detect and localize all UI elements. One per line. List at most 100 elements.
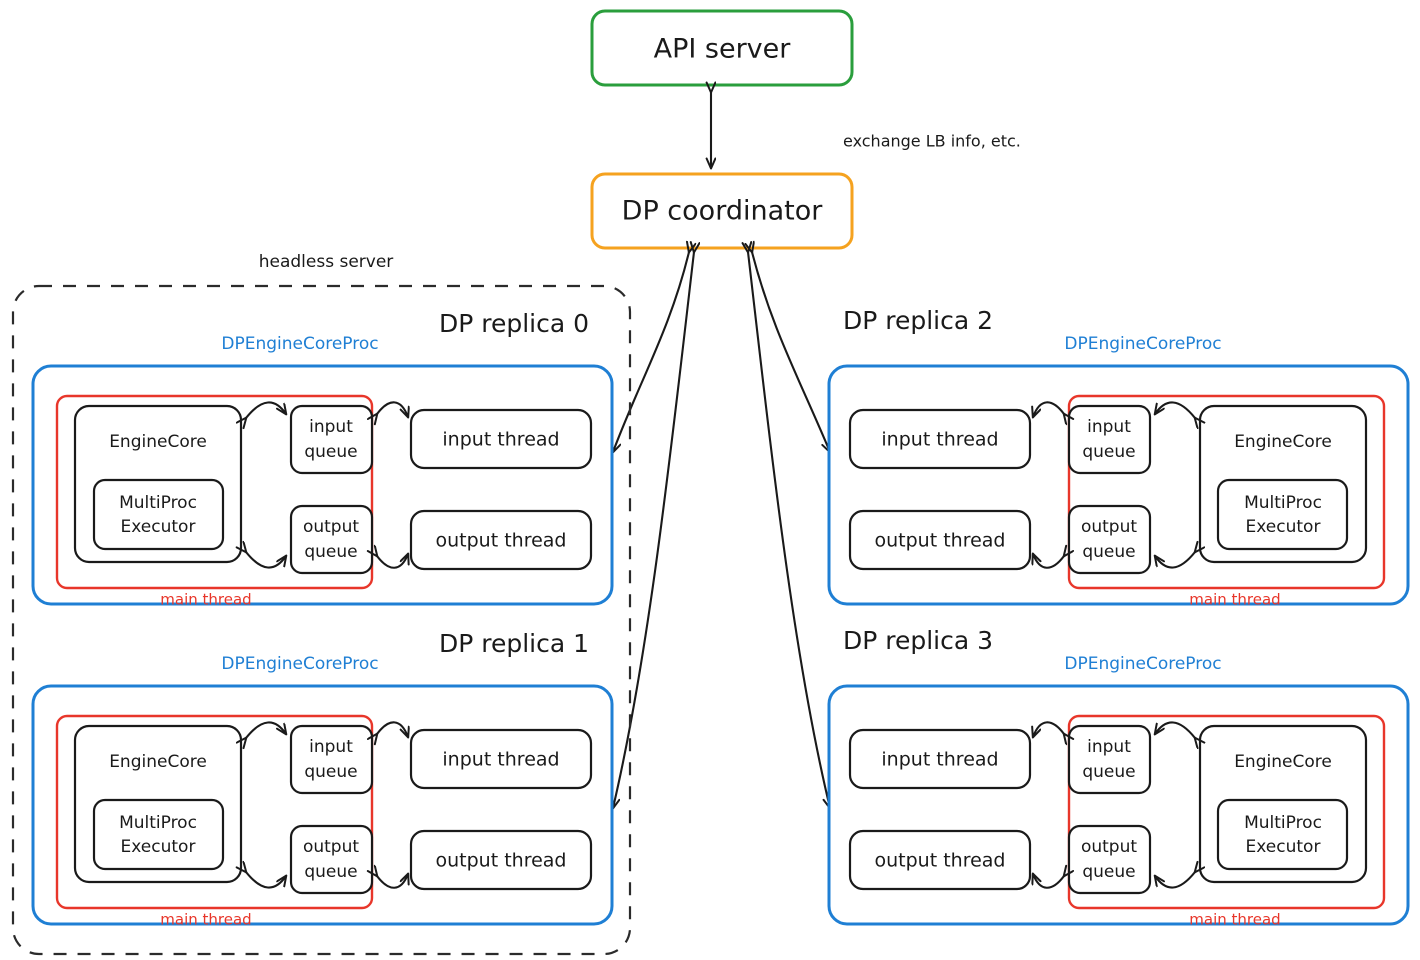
replica-group-0[interactable]: DP replica 0 DPEngineCoreProc main threa… [31,309,614,609]
edge-coordinator-to-replica-3 [748,252,830,808]
edge-coordinator-to-replica-2 [752,252,830,452]
replica-2-output-queue[interactable] [1067,504,1152,575]
replica-2-input-thread-label: input thread [881,429,998,451]
replica-2-output-queue-line2: queue [1082,542,1135,562]
replica-1-input-thread[interactable] [409,728,593,790]
replica-0-output-queue-line2: queue [304,542,357,562]
replica-2-link-inputqueue-inputthread [1033,401,1064,417]
replica-0-main-thread-label: main thread [160,591,251,609]
replica-1-multiproc-executor[interactable] [92,798,225,871]
replica-3-link-core-outputqueue [1155,872,1195,889]
replica-2-link-core-outputqueue [1155,552,1195,569]
replica-3-input-queue-line1: input [1087,737,1131,757]
replica-3-main-thread-boundary [1067,714,1386,910]
replica-1-output-thread-label: output thread [436,850,567,872]
replica-0-input-thread-label: input thread [442,429,559,451]
edge-coordinator-to-replica-0 [613,252,689,452]
replica-0-process-label: DPEngineCoreProc [221,334,378,354]
replica-1-executor-label-line1: MultiProc [119,813,197,833]
replica-1-link-core-outputqueue [246,872,286,889]
replica-3-output-queue-line2: queue [1082,862,1135,882]
replica-3-input-thread-label: input thread [881,749,998,771]
replica-1-process-label: DPEngineCoreProc [221,654,378,674]
replica-1-link-core-inputqueue [246,721,286,738]
replica-3-process-label: DPEngineCoreProc [1064,654,1221,674]
edge-api-to-coordinator: exchange LB info, etc. [711,92,1021,168]
replica-0-input-queue-line2: queue [304,442,357,462]
replica-0-input-queue-line1: input [309,417,353,437]
replica-2-input-thread[interactable] [848,408,1032,470]
replica-0-output-queue[interactable] [289,504,374,575]
replica-2-input-queue[interactable] [1067,404,1152,475]
replica-group-3[interactable]: DP replica 3 DPEngineCoreProc main threa… [827,626,1410,929]
replica-3-input-thread[interactable] [848,728,1032,790]
replica-3-title: DP replica 3 [843,626,993,655]
edge-coordinator-to-replica-1 [613,252,694,808]
replica-2-main-thread-label: main thread [1189,591,1280,609]
replica-0-executor-label-line1: MultiProc [119,493,197,513]
replica-3-link-inputqueue-inputthread [1033,721,1064,737]
edge-label-exchange-lb-info: exchange LB info, etc. [843,132,1021,151]
dp-coordinator-label: DP coordinator [622,196,824,227]
replica-3-input-queue-line2: queue [1082,762,1135,782]
replica-3-input-queue[interactable] [1067,724,1152,795]
replica-2-output-queue-line1: output [1081,517,1137,537]
headless-server-boundary: headless server [11,252,632,956]
replica-0-link-core-inputqueue [246,401,286,418]
replica-3-output-queue-line1: output [1081,837,1137,857]
replica-0-main-thread-boundary [55,394,374,590]
replica-3-executor-label-line1: MultiProc [1244,813,1322,833]
replica-2-input-queue-line1: input [1087,417,1131,437]
replica-2-output-thread-label: output thread [875,530,1006,552]
replica-1-main-thread-label: main thread [160,911,251,929]
replica-2-engine-core-label: EngineCore [1234,432,1332,452]
replica-0-output-queue-line1: output [303,517,359,537]
replica-1-input-queue[interactable] [289,724,374,795]
replica-1-output-queue[interactable] [289,824,374,895]
replica-2-input-queue-line2: queue [1082,442,1135,462]
replica-2-process-label: DPEngineCoreProc [1064,334,1221,354]
replica-2-title: DP replica 2 [843,306,993,335]
replica-3-output-thread-label: output thread [875,850,1006,872]
replica-group-1[interactable]: DP replica 1 DPEngineCoreProc main threa… [31,629,614,929]
replica-1-title: DP replica 1 [439,629,589,658]
replica-3-output-thread[interactable] [848,829,1032,891]
replica-3-executor-label-line2: Executor [1246,837,1321,857]
replica-3-output-queue[interactable] [1067,824,1152,895]
replica-0-link-outputqueue-outputthread [377,554,408,569]
replica-3-multiproc-executor[interactable] [1216,798,1349,871]
replica-0-output-thread[interactable] [409,509,593,571]
replica-0-engine-core-label: EngineCore [109,432,207,452]
replica-0-input-queue[interactable] [289,404,374,475]
replica-0-title: DP replica 0 [439,309,589,338]
replica-2-executor-label-line2: Executor [1246,517,1321,537]
replica-1-output-thread[interactable] [409,829,593,891]
replica-2-link-outputqueue-outputthread [1033,554,1064,569]
replica-3-link-core-inputqueue [1155,721,1195,738]
replica-0-input-thread[interactable] [409,408,593,470]
replica-0-output-thread-label: output thread [436,530,567,552]
replica-2-executor-label-line1: MultiProc [1244,493,1322,513]
replica-0-multiproc-executor[interactable] [92,478,225,551]
replica-3-link-outputqueue-outputthread [1033,874,1064,889]
replica-2-link-core-inputqueue [1155,401,1195,418]
replica-0-link-core-outputqueue [246,552,286,569]
replica-2-multiproc-executor[interactable] [1216,478,1349,551]
node-dp-coordinator[interactable]: DP coordinator [590,172,854,250]
replica-2-output-thread[interactable] [848,509,1032,571]
replica-3-main-thread-label: main thread [1189,911,1280,929]
replica-1-output-queue-line2: queue [304,862,357,882]
replica-1-input-queue-line1: input [309,737,353,757]
node-api-server[interactable]: API server [590,9,854,87]
replica-0-link-inputqueue-inputthread [377,401,408,417]
replica-group-2[interactable]: DP replica 2 DPEngineCoreProc main threa… [827,306,1410,609]
replica-0-executor-label-line2: Executor [121,517,196,537]
replica-1-output-queue-line1: output [303,837,359,857]
replica-1-input-thread-label: input thread [442,749,559,771]
replica-1-link-outputqueue-outputthread [377,874,408,889]
replica-1-link-inputqueue-inputthread [377,721,408,737]
headless-server-label: headless server [259,252,394,272]
replica-2-main-thread-boundary [1067,394,1386,590]
